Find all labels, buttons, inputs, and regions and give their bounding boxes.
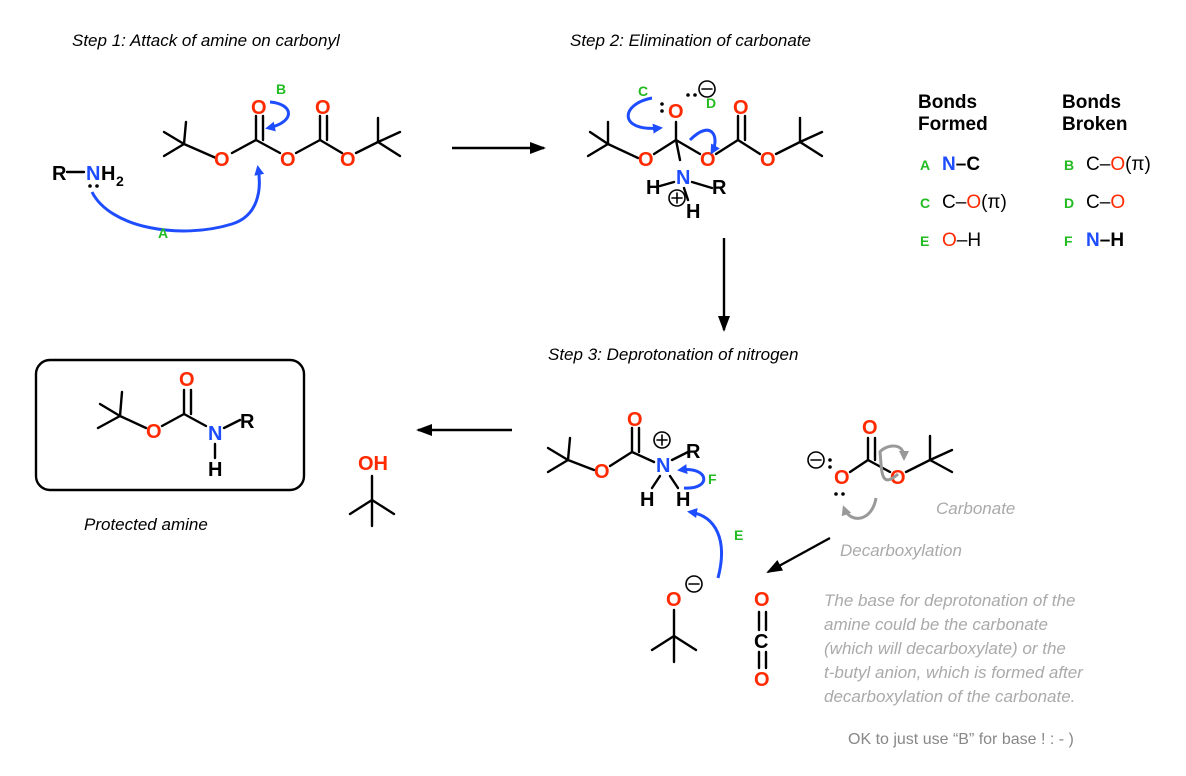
svg-text:O: O [666, 589, 682, 611]
svg-text:R: R [686, 441, 701, 463]
svg-text:OH: OH [358, 453, 388, 475]
svg-text:decarboxylation of the carbona: decarboxylation of the carbonate. [824, 687, 1075, 706]
arrow-a [90, 165, 265, 233]
bonds-table: Bonds Formed Bonds Broken A N–C C C–O(π)… [918, 92, 1151, 251]
svg-text:O–H: O–H [942, 230, 981, 251]
svg-text:B: B [1064, 157, 1074, 173]
label-a: A [158, 225, 168, 241]
protonated-carbamate: O O N R H H [546, 409, 701, 511]
svg-text:O: O [760, 149, 776, 171]
svg-text:N–C: N–C [942, 154, 980, 175]
svg-text:N: N [208, 423, 222, 445]
step3-title: Step 3: Deprotonation of nitrogen [548, 345, 798, 364]
svg-text:N: N [676, 167, 690, 189]
svg-text:N–H: N–H [1086, 230, 1124, 251]
svg-text:H: H [101, 163, 115, 185]
formed-header-1: Bonds [918, 92, 977, 113]
svg-text:(which will decarboxylate) or: (which will decarboxylate) or the [824, 639, 1066, 658]
broken-header-2: Broken [1062, 114, 1127, 135]
boc-amine: O O N R H [96, 369, 255, 481]
svg-text:H: H [676, 489, 690, 511]
label-f: F [708, 471, 717, 487]
svg-text:C–O(π): C–O(π) [942, 192, 1007, 213]
tetrahedral-intermediate: O O O O O N R H H [586, 80, 824, 223]
broken-header-1: Bonds [1062, 92, 1121, 113]
ok-note: OK to just use “B” for base ! : - ) [848, 731, 1074, 748]
arrow-b [265, 100, 290, 132]
svg-text:O: O [733, 97, 749, 119]
base-note: The base for deprotonation of the amine … [824, 591, 1084, 748]
svg-text:N: N [86, 163, 100, 185]
svg-text:O: O [668, 101, 684, 123]
svg-text:C: C [754, 631, 768, 653]
svg-text:R: R [52, 163, 67, 185]
svg-text:O: O [862, 417, 878, 439]
decarboxylation-label: Decarboxylation [840, 541, 962, 560]
svg-text:A: A [920, 157, 930, 173]
svg-text:O: O [754, 589, 770, 611]
decarboxylation-arrow [766, 536, 831, 574]
svg-text:O: O [251, 97, 267, 119]
amine-reactant: R N H 2 [52, 163, 124, 189]
step1-title: Step 1: Attack of amine on carbonyl [72, 31, 341, 50]
tbu-carbonate: O O O [807, 417, 954, 496]
svg-text:C–O: C–O [1086, 192, 1125, 213]
t-butoxide: O [650, 575, 703, 664]
label-b: B [276, 81, 286, 97]
grey-arrow-decarb [841, 497, 878, 520]
label-e: E [734, 527, 743, 543]
svg-text:E: E [920, 233, 929, 249]
carbonate-label: Carbonate [936, 499, 1015, 518]
svg-text:O: O [754, 669, 770, 691]
svg-text:O: O [834, 467, 850, 489]
svg-text:R: R [712, 177, 727, 199]
label-c: C [638, 83, 648, 99]
step2-title: Step 2: Elimination of carbonate [570, 31, 811, 50]
svg-text:O: O [638, 149, 654, 171]
svg-text:t-butyl anion, which is formed: t-butyl anion, which is formed after [824, 663, 1084, 682]
svg-text:C: C [920, 195, 930, 211]
svg-text:R: R [240, 411, 255, 433]
svg-text:O: O [280, 149, 296, 171]
svg-text:F: F [1064, 233, 1073, 249]
svg-text:O: O [214, 149, 230, 171]
svg-text:O: O [627, 409, 643, 431]
svg-text:N: N [656, 455, 670, 477]
svg-text:amine could be the carbonate: amine could be the carbonate [824, 615, 1048, 634]
protected-amine-box [34, 358, 306, 492]
arrow-f [677, 464, 706, 490]
formed-header-2: Formed [918, 114, 988, 135]
svg-text:O: O [340, 149, 356, 171]
protected-amine-caption: Protected amine [84, 515, 208, 534]
carbon-dioxide: O C O [754, 589, 770, 691]
svg-text:O: O [179, 369, 195, 391]
grey-arrow-co [878, 444, 909, 482]
svg-text:The base for deprotonation of: The base for deprotonation of the [824, 591, 1075, 610]
tert-butanol: OH [348, 453, 396, 528]
arrow-c [626, 96, 663, 134]
svg-text:O: O [594, 461, 610, 483]
label-d: D [706, 95, 716, 111]
arrow-d [688, 128, 720, 155]
svg-text:O: O [315, 97, 331, 119]
svg-text:H: H [640, 489, 654, 511]
svg-text:O: O [890, 467, 906, 489]
svg-text:2: 2 [116, 173, 124, 189]
svg-text:H: H [208, 459, 222, 481]
svg-text:O: O [146, 421, 162, 443]
boc-anhydride: O O O O O [162, 97, 402, 171]
svg-text:H: H [686, 201, 700, 223]
svg-text:C–O(π): C–O(π) [1086, 154, 1151, 175]
arrow-e [687, 508, 723, 579]
svg-text:H: H [646, 177, 660, 199]
svg-text:D: D [1064, 195, 1074, 211]
